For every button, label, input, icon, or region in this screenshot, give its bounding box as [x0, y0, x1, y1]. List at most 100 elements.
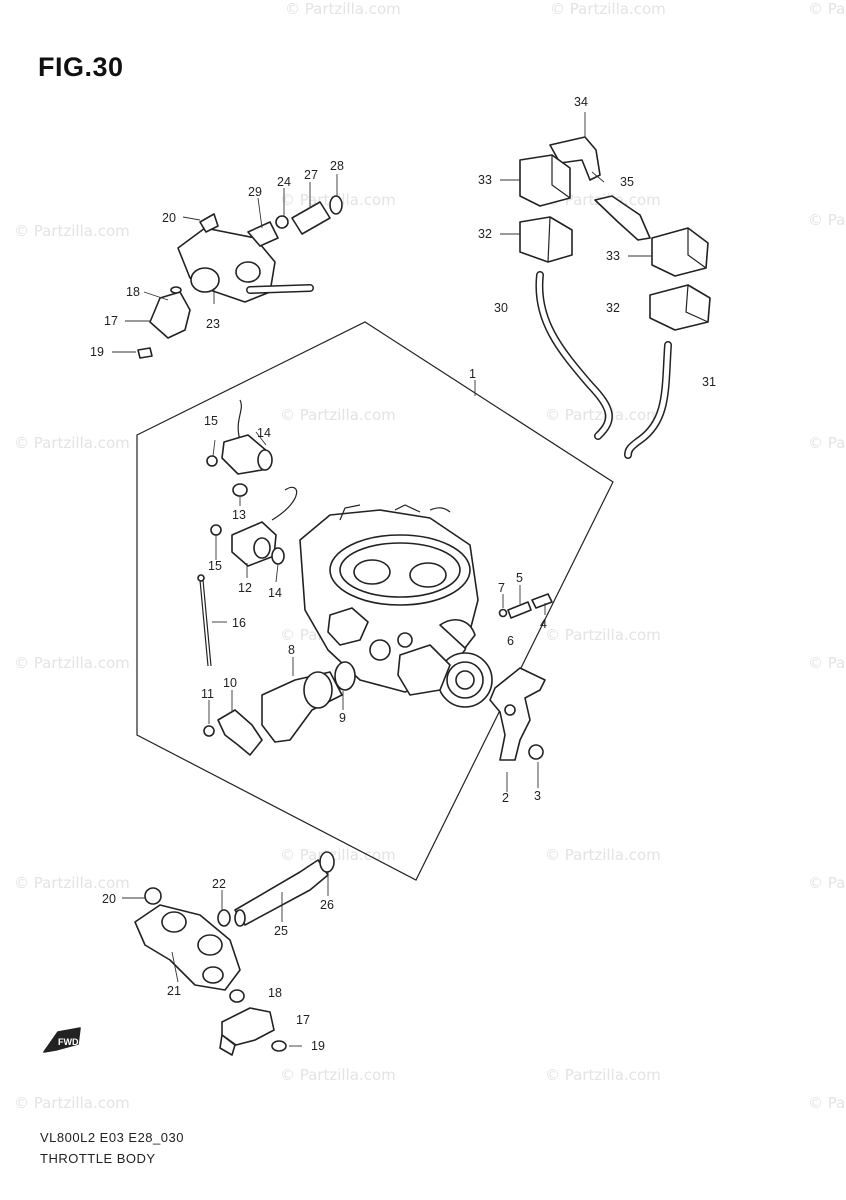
callout-label: 34: [574, 95, 588, 109]
screw-3: [528, 744, 544, 760]
bolt-20a: [199, 213, 219, 233]
fuel-pipe-21: [134, 887, 241, 991]
callout-label: 1: [469, 367, 476, 381]
joint-pipe-25: [234, 851, 335, 927]
callout-label: 25: [274, 924, 288, 938]
callout-label: 19: [90, 345, 104, 359]
callout-label: 2: [502, 791, 509, 805]
callout-label: 33: [478, 173, 492, 187]
callout-label: 24: [277, 175, 291, 189]
screw-15a: [206, 455, 218, 467]
spring-5: [507, 601, 532, 619]
relay-bracket-35: [594, 195, 651, 241]
callout-label: 30: [494, 301, 508, 315]
injector-17a: [137, 286, 191, 359]
callout-label: 19: [311, 1039, 325, 1053]
callout-label: 10: [223, 676, 237, 690]
relay-33a: [519, 154, 571, 207]
watermark: © Partzilla.com: [545, 846, 661, 864]
callout-label: 14: [268, 586, 282, 600]
fuel-pipe-23: [177, 213, 314, 303]
screw-15b: [210, 524, 222, 536]
joint-27: [291, 201, 331, 235]
watermark: © Partzilla.com: [545, 406, 661, 424]
watermark: © Partzilla.com: [545, 1066, 661, 1084]
oring-14b: [271, 547, 285, 565]
leader-lines: [112, 112, 652, 1047]
callout-label: 12: [238, 581, 252, 595]
oring-18b: [229, 989, 245, 1003]
callout-label: 23: [206, 317, 220, 331]
cable-tie-16: [197, 574, 212, 667]
callout-label: 18: [268, 986, 282, 1000]
callout-label: 20: [102, 892, 116, 906]
fwd-label: FWD: [58, 1037, 79, 1047]
callout-label: 20: [162, 211, 176, 225]
callout-label: 32: [478, 227, 492, 241]
bracket-2-3: [489, 667, 546, 761]
bracket-10: [217, 709, 263, 756]
callout-label: 26: [320, 898, 334, 912]
relay-32a: [519, 216, 573, 263]
watermark: © Partzilla.com: [280, 406, 396, 424]
sensor-14-15: [206, 399, 273, 497]
callout-label: 18: [126, 285, 140, 299]
watermark: © Partzilla.com: [14, 654, 130, 672]
oring-13: [232, 483, 248, 497]
callout-label: 13: [232, 508, 246, 522]
figure-name: THROTTLE BODY: [40, 1151, 156, 1166]
oring-28: [329, 195, 343, 215]
seal-19a: [137, 347, 153, 359]
callout-label: 15: [208, 559, 222, 573]
hose-31: [624, 341, 672, 459]
relay-group: [519, 136, 711, 331]
callout-label: 35: [620, 175, 634, 189]
callout-label: 16: [232, 616, 246, 630]
oring-18a: [170, 286, 182, 294]
oring-9: [334, 661, 356, 691]
callout-label: 3: [534, 789, 541, 803]
callout-label: 14: [257, 426, 271, 440]
watermark: © Partzilla.com: [808, 434, 846, 452]
watermark: © Partzilla.com: [808, 211, 846, 229]
callout-label: 7: [498, 581, 505, 595]
watermark: © Partzilla.com: [808, 0, 846, 18]
idle-screw-4-5-7: [498, 593, 553, 619]
watermark: © Partzilla.com: [280, 846, 396, 864]
callout-label: 22: [212, 877, 226, 891]
watermark: © Partzilla.com: [808, 1094, 846, 1112]
forward-arrow-icon: FWD: [43, 1027, 81, 1053]
watermark: © Partzilla.com: [545, 626, 661, 644]
watermark: © Partzilla.com: [550, 0, 666, 18]
bolt-20b: [144, 887, 162, 905]
screw-24: [275, 215, 289, 229]
callout-label: 33: [606, 249, 620, 263]
watermark: © Partzilla.com: [14, 434, 130, 452]
callout-label: 5: [516, 571, 523, 585]
throttle-body-1: [299, 504, 493, 708]
watermark: © Partzilla.com: [14, 1094, 130, 1112]
screw-11: [203, 725, 215, 737]
injector-17b: [219, 989, 287, 1056]
watermark: © Partzilla.com: [280, 1066, 396, 1084]
watermark: © Partzilla.com: [14, 222, 130, 240]
clamp-29: [247, 221, 279, 247]
callout-label: 17: [104, 314, 118, 328]
callout-label: 29: [248, 185, 262, 199]
callout-label: 4: [540, 617, 547, 631]
callout-label: 17: [296, 1013, 310, 1027]
callout-label: 8: [288, 643, 295, 657]
oring-22: [217, 909, 231, 927]
callout-label: 11: [201, 687, 214, 701]
callout-label: 28: [330, 159, 344, 173]
callout-label: 9: [339, 711, 346, 725]
figure-model-code: VL800L2 E03 E28_030: [40, 1130, 184, 1145]
callout-label: 6: [507, 634, 514, 648]
callout-label: 27: [304, 168, 318, 182]
screw-4: [531, 593, 553, 609]
seal-19b: [271, 1040, 287, 1052]
sensor-12: [210, 486, 298, 567]
callout-label: 15: [204, 414, 218, 428]
callout-labels: 1 2 3 4 5 6 7 8 9 10 11 12 13 14 14 15 1…: [90, 95, 716, 1053]
